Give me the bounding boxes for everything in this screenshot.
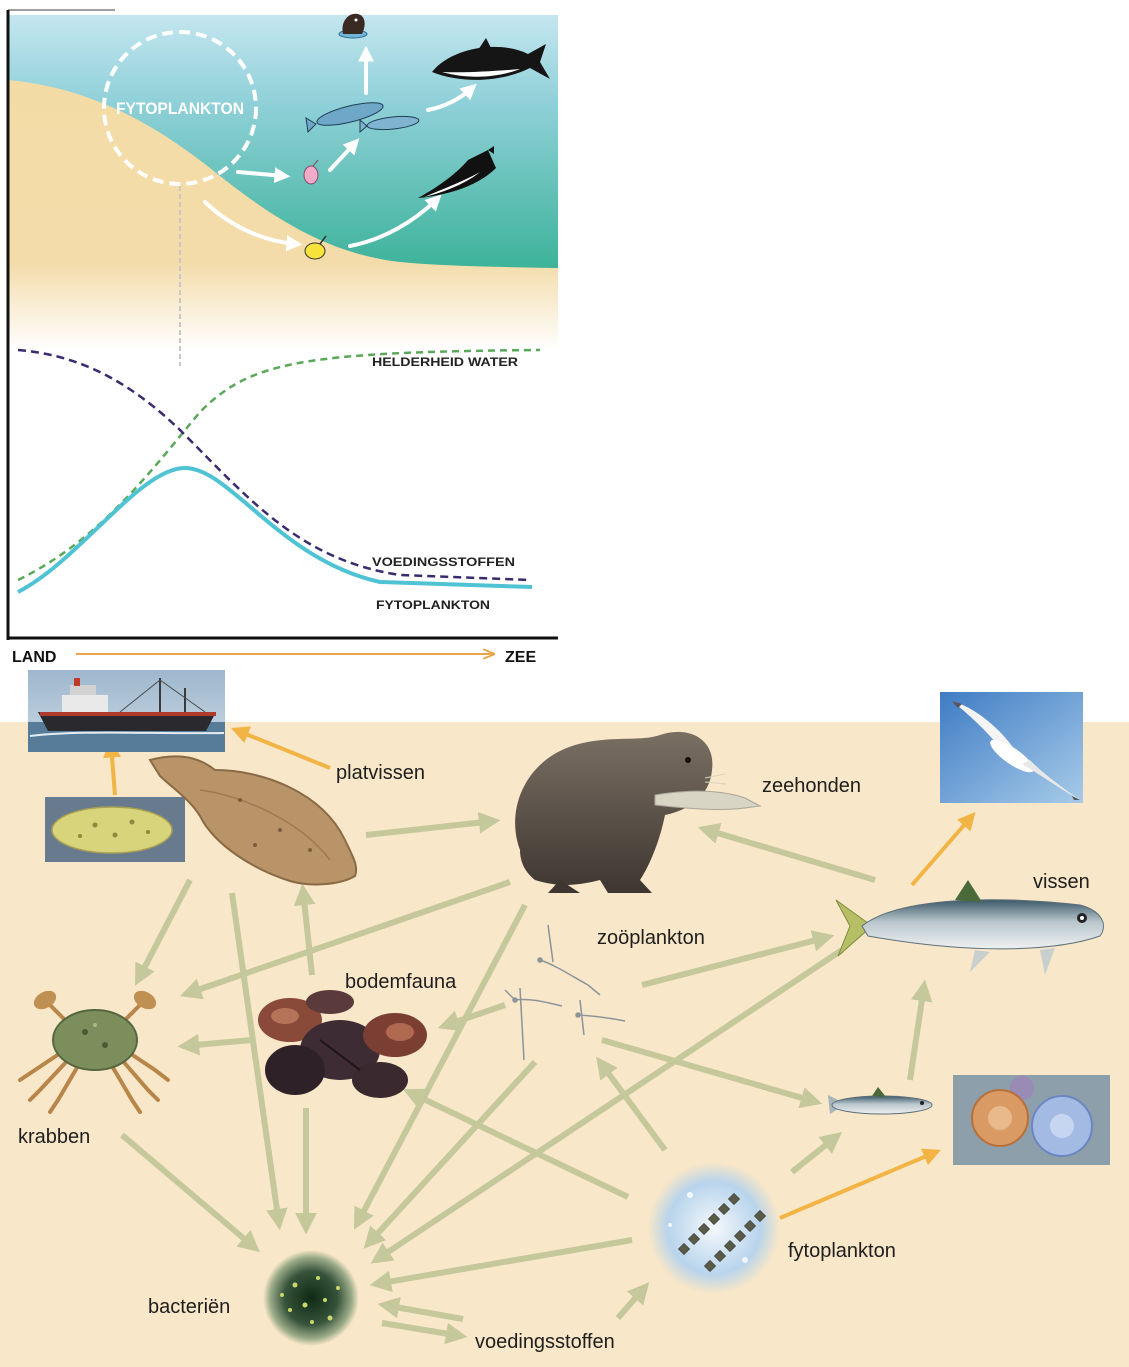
label-voedingsstoffen: voedingsstoffen — [475, 1331, 615, 1353]
bubble-label: FYTOPLANKTON — [116, 99, 244, 118]
seagull-photo-icon — [940, 692, 1083, 803]
coastal-gradient-diagram: FYTOPLANKTON — [7, 10, 558, 666]
label-platvissen: platvissen — [336, 762, 425, 784]
jellyfish-photo-icon — [953, 1075, 1110, 1165]
label-bodemfauna: bodemfauna — [345, 971, 457, 993]
label-bacterien: bacteriën — [148, 1296, 230, 1318]
clarity-curve — [18, 350, 540, 580]
label-vissen: vissen — [1033, 871, 1090, 893]
label-fytoplankton: fytoplankton — [788, 1240, 896, 1262]
clarity-curve-label: HELDERHEID WATER — [372, 355, 518, 369]
phytoplankton-curve-label: FYTOPLANKTON — [376, 598, 490, 612]
bacteria-icon — [263, 1250, 359, 1346]
label-zeehonden: zeehonden — [762, 775, 861, 797]
axis-end-label: ZEE — [505, 649, 536, 666]
food-web: platvissen zeehonden — [0, 670, 1129, 1367]
fishing-boat-icon — [28, 670, 225, 752]
nutrients-curve — [18, 350, 530, 580]
axis-start-label: LAND — [12, 649, 56, 666]
phytoplankton-curve — [18, 468, 532, 592]
label-krabben: krabben — [18, 1126, 90, 1148]
nutrients-curve-label: VOEDINGSSTOFFEN — [372, 555, 515, 569]
label-zooplankton: zoöplankton — [597, 927, 705, 949]
sole-photo-icon — [45, 797, 185, 862]
phytoplankton-icon — [648, 1162, 780, 1294]
